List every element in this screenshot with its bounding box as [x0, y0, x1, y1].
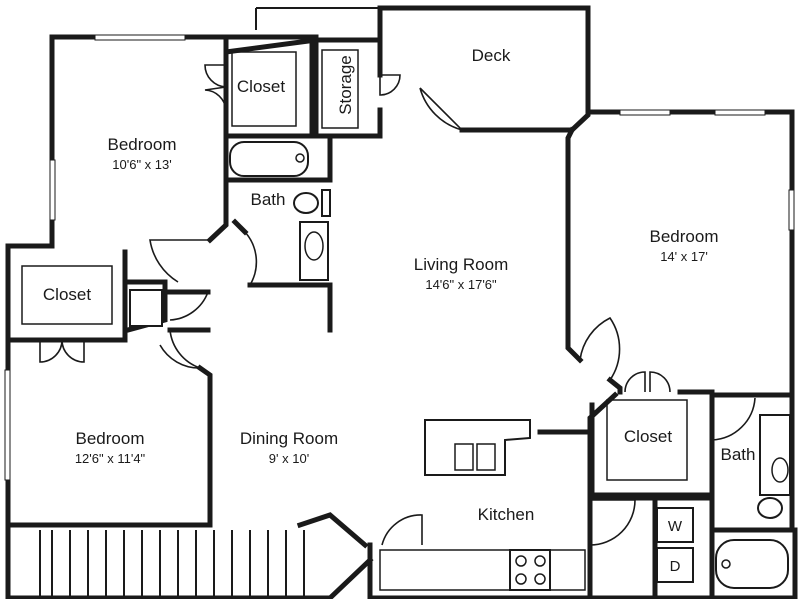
- burner-1: [515, 555, 527, 567]
- label-bath-right: Bath: [721, 445, 756, 464]
- label-living-room-name: Living Room: [414, 255, 509, 274]
- door-bath-right: [711, 395, 756, 441]
- wall-stair: [5, 512, 374, 599]
- wall-kitchen-bottom: [367, 542, 593, 599]
- window-top-left: [94, 34, 186, 41]
- stove: [509, 549, 551, 591]
- label-closet-right: Closet: [624, 427, 672, 446]
- closet-right-shelf: [606, 399, 688, 481]
- label-bedroom-bottom-left-dims: 12'6" x 11'4": [75, 451, 146, 466]
- wall-bath-center-bottom: [247, 282, 333, 333]
- vanity-center: [299, 221, 329, 281]
- wall-right-bedroom: [565, 109, 795, 398]
- closet-top-shelf: [231, 51, 297, 127]
- wall-bottom-right: [709, 527, 798, 599]
- label-closet-left: Closet: [43, 285, 91, 304]
- door-closet-left: [39, 339, 85, 363]
- sink-right: [771, 457, 789, 483]
- wall-bath-stub: [231, 218, 249, 236]
- linen-closet: [129, 289, 163, 327]
- wall-storage: [313, 37, 383, 139]
- kitchen-sink-2: [476, 443, 496, 471]
- window-right-side: [788, 189, 795, 231]
- dryer: [656, 547, 694, 583]
- toilet-tank-center: [321, 189, 331, 217]
- wall-deck-rail: [255, 7, 381, 30]
- doors: [39, 64, 756, 546]
- wall-hall-dividers: [162, 289, 211, 333]
- toilet-right: [757, 497, 783, 519]
- windows: [4, 34, 795, 481]
- label-bath-center: Bath: [251, 190, 286, 209]
- storage-shelf: [321, 49, 359, 129]
- burner-2: [534, 555, 546, 567]
- door-laundry: [589, 499, 636, 546]
- label-deck: Deck: [472, 46, 511, 65]
- label-bedroom-top-left-dims: 10'6" x 13': [112, 157, 171, 172]
- label-kitchen: Kitchen: [478, 505, 535, 524]
- wall-deck: [377, 5, 591, 133]
- toilet-center: [293, 192, 319, 214]
- stairs: [39, 530, 305, 598]
- label-dining-room-name: Dining Room: [240, 429, 338, 448]
- label-washer: W: [668, 518, 683, 535]
- door-bath-center: [244, 231, 258, 286]
- door-bedroom-right: [579, 316, 621, 381]
- door-deck: [419, 87, 463, 131]
- closet-left-shelf: [21, 265, 113, 325]
- burner-4: [534, 573, 546, 585]
- window-right-bedroom-2: [714, 109, 766, 116]
- bathtub-right: [715, 539, 789, 589]
- door-hall-top: [165, 291, 210, 321]
- label-dining-room-dims: 9' x 10': [269, 451, 309, 466]
- washer: [656, 507, 694, 543]
- bathtub-center-drain: [295, 153, 305, 163]
- sink-center: [304, 231, 324, 261]
- label-bedroom-right-dims: 14' x 17': [660, 249, 708, 264]
- fixtures: [21, 49, 791, 598]
- door-hall-left: [159, 329, 201, 369]
- label-living-room-dims: 14'6" x 17'6": [425, 277, 497, 292]
- window-right-bedroom-1: [619, 109, 671, 116]
- bathtub-center: [229, 141, 309, 177]
- wall-right-bath: [709, 392, 795, 533]
- door-closet-top: [204, 64, 227, 111]
- label-storage: Storage: [336, 55, 355, 115]
- label-bedroom-bottom-left-name: Bedroom: [76, 429, 145, 448]
- door-bedroom-top: [149, 239, 210, 283]
- window-left-bottom: [4, 369, 11, 481]
- kitchen-counter-bottom: [379, 549, 586, 591]
- wall-bottom-left: [5, 364, 213, 528]
- vanity-right: [759, 414, 791, 496]
- door-closet-right: [624, 371, 671, 393]
- label-bedroom-top-left-name: Bedroom: [108, 135, 177, 154]
- walls: [5, 5, 798, 599]
- label-bedroom-right-name: Bedroom: [650, 227, 719, 246]
- label-dryer: D: [670, 558, 681, 575]
- burner-3: [515, 573, 527, 585]
- door-kitchen: [381, 514, 423, 546]
- kitchen-sink-1: [454, 443, 474, 471]
- wall-bath-center: [206, 133, 333, 244]
- door-storage: [379, 74, 401, 96]
- room-labels: Closet Storage Deck Bedroom 10'6" x 13' …: [43, 46, 756, 575]
- bathtub-right-drain: [721, 559, 731, 569]
- label-closet-top: Closet: [237, 77, 285, 96]
- window-left-bedroom: [49, 159, 56, 221]
